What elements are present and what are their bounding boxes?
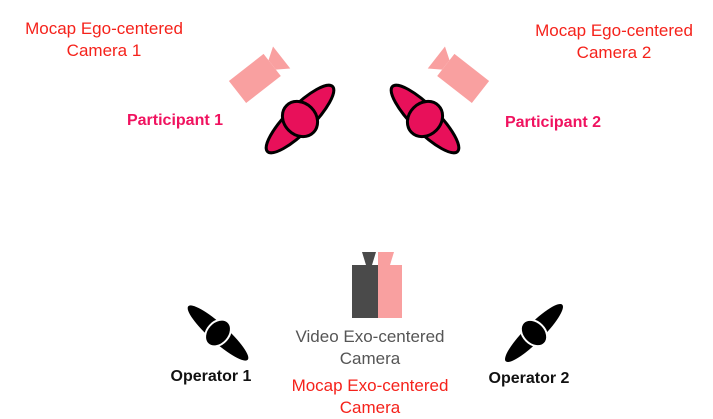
participant-1-icon — [264, 83, 336, 155]
mocap-exo-camera-label: Mocap Exo-centered Camera — [272, 375, 468, 419]
ego-camera-2-icon — [427, 46, 490, 104]
operator-1-label: Operator 1 — [170, 368, 252, 385]
ego-camera-2-label-line2: Camera 2 — [576, 43, 652, 62]
operator-2-label: Operator 2 — [488, 370, 570, 387]
participant-2-label: Participant 2 — [504, 114, 602, 131]
video-exo-camera-label-line2: Camera — [339, 349, 401, 368]
mocap-exo-camera-label-line1: Mocap Exo-centered — [291, 376, 449, 395]
ego-camera-2-label-line1: Mocap Ego-centered — [535, 21, 693, 40]
ego-camera-1-icon — [228, 46, 291, 104]
exo-mocap-camera-icon — [378, 252, 402, 318]
ego-camera-1-label-line2: Camera 1 — [66, 41, 142, 60]
participant-1-label: Participant 1 — [126, 112, 224, 129]
exo-video-camera-icon — [352, 252, 378, 318]
mocap-exo-camera-label-line2: Camera — [339, 398, 401, 417]
operator-1-icon — [187, 305, 249, 361]
operator-2-icon — [505, 304, 563, 362]
ego-camera-2-label: Mocap Ego-centered Camera 2 — [516, 20, 712, 64]
participant-2-icon — [389, 83, 461, 155]
video-exo-camera-label: Video Exo-centered Camera — [272, 326, 468, 370]
ego-camera-1-label: Mocap Ego-centered Camera 1 — [6, 18, 202, 62]
ego-camera-1-label-line1: Mocap Ego-centered — [25, 19, 183, 38]
video-exo-camera-label-line1: Video Exo-centered — [295, 327, 445, 346]
